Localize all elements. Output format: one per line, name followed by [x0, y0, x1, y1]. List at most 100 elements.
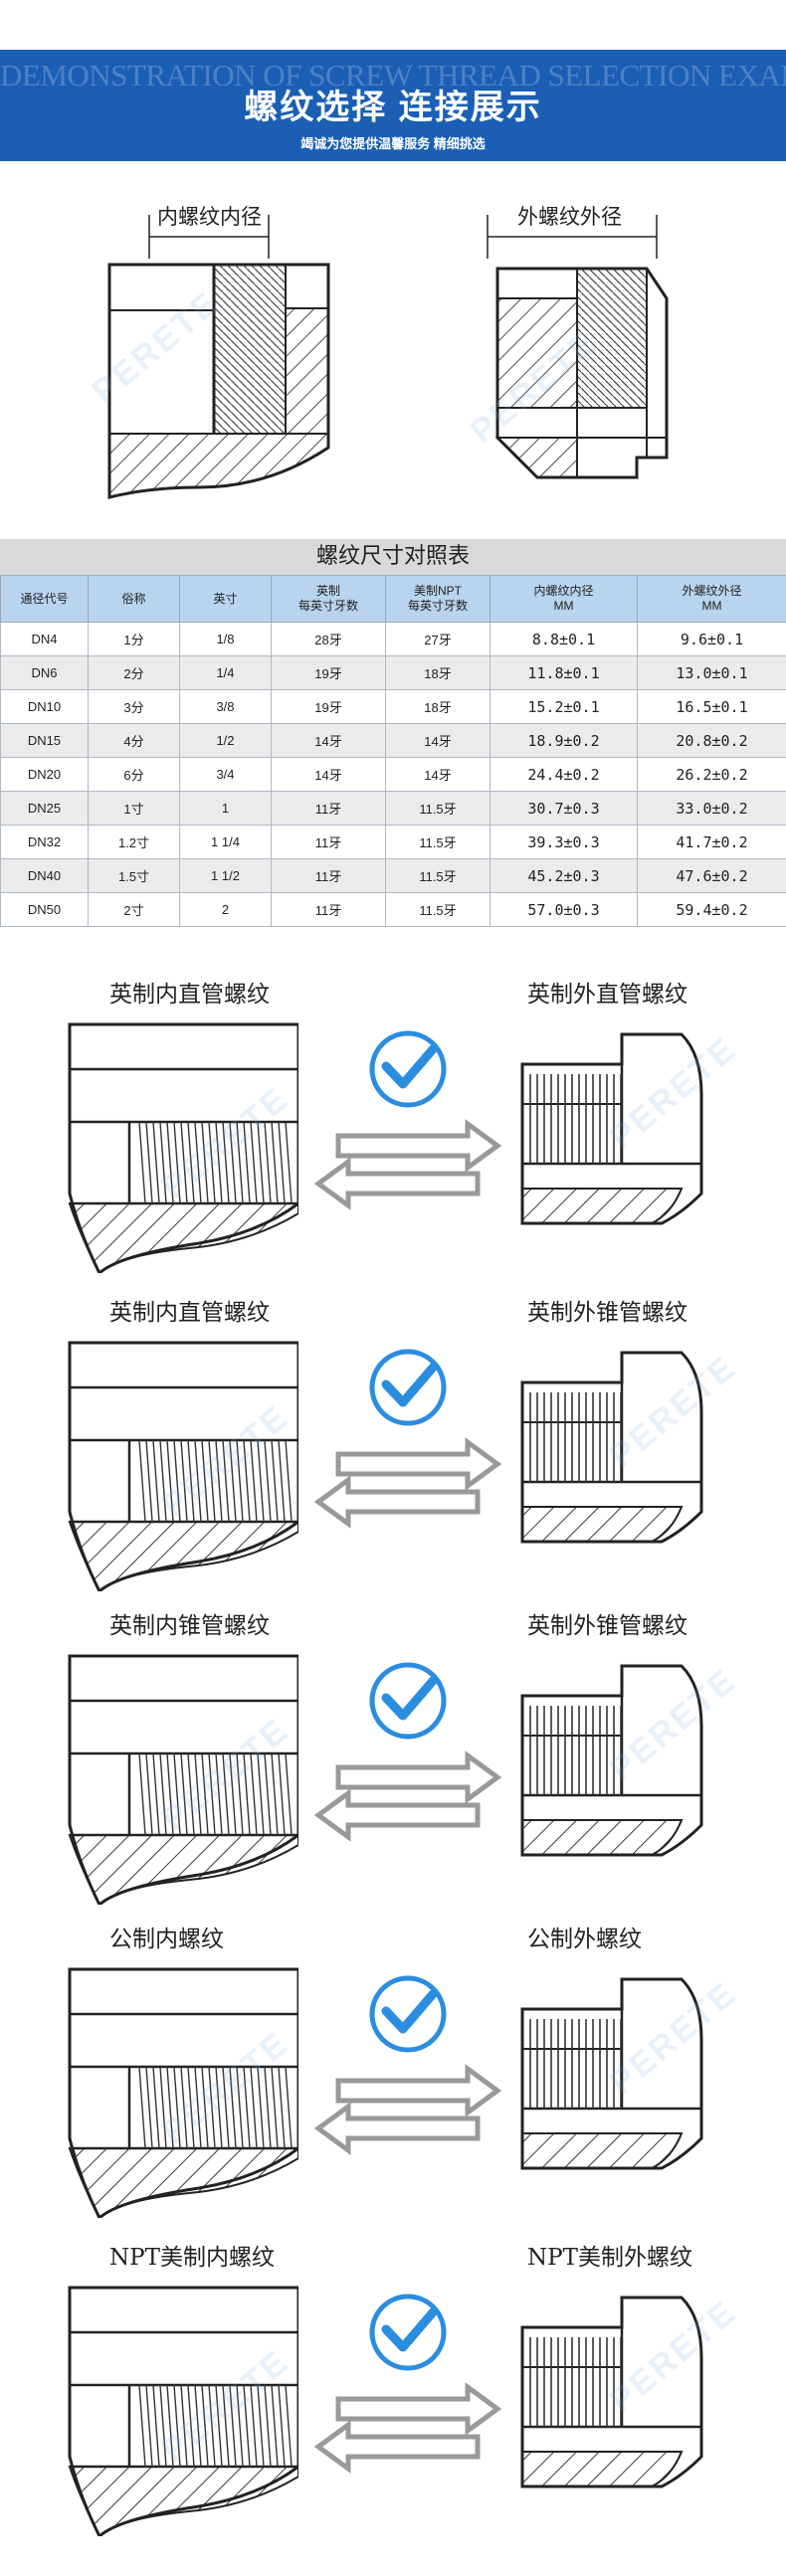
table-cell: 24.4±0.2: [490, 757, 638, 792]
page-subtitle: 竭诚为您提供温馨服务 精细挑选: [300, 136, 486, 151]
external-thread-label: 英制外锥管螺纹: [527, 1300, 688, 1326]
table-cell: 47.6±0.2: [637, 858, 786, 893]
table-cell: 11牙: [271, 791, 386, 826]
external-thread-drawing: [502, 1646, 721, 1890]
table-title: 螺纹尺寸对照表: [0, 539, 786, 575]
internal-thread-drawing: [0, 1626, 300, 1910]
compatible-check-icon: [308, 2288, 507, 2482]
external-thread-drawing: [502, 1014, 721, 1258]
compatible-check-icon: [308, 1656, 507, 1850]
thread-dimension-diagram: 内螺纹内径 外螺纹外径 PERETE PERETE: [0, 189, 786, 537]
external-thread-drawing: [502, 1959, 721, 2203]
table-cell: DN6: [0, 655, 89, 690]
table-cell: 18牙: [385, 689, 491, 724]
table-cell: DN4: [0, 622, 89, 656]
table-cell: 14牙: [271, 723, 386, 758]
internal-thread-label: 英制内直管螺纹: [109, 1300, 270, 1326]
internal-thread-label: 英制内锥管螺纹: [109, 1613, 270, 1639]
header-inner-diameter: 内螺纹内径 MM: [490, 575, 638, 623]
page-title: 螺纹选择 连接展示: [244, 89, 542, 126]
header-npt-tpi: 美制NPT 每英寸牙数: [385, 575, 491, 623]
internal-thread-label: 公制内螺纹: [109, 1927, 224, 1952]
table-cell: 19牙: [271, 655, 386, 690]
table-cell: 18牙: [385, 655, 491, 690]
table-cell: 1.2寸: [88, 825, 180, 859]
table-cell: 14牙: [385, 723, 491, 758]
page-header: DEMONSTRATION OF SCREW THREAD SELECTION …: [0, 50, 786, 161]
table-cell: 30.7±0.3: [490, 791, 638, 826]
table-cell: 1/2: [179, 723, 272, 758]
table-cell: 41.7±0.2: [637, 825, 786, 859]
table-cell: DN50: [0, 892, 89, 927]
table-cell: 9.6±0.1: [637, 622, 786, 656]
table-cell: DN40: [0, 858, 89, 893]
table-cell: 39.3±0.3: [490, 825, 638, 859]
table-cell: 8.8±0.1: [490, 622, 638, 656]
compatible-check-icon: [308, 1969, 507, 2163]
table-cell: 2分: [88, 655, 180, 690]
table-cell: 14牙: [271, 757, 386, 792]
table-cell: 20.8±0.2: [637, 723, 786, 758]
table-cell: DN20: [0, 757, 89, 792]
external-thread-drawing: [502, 1333, 721, 1576]
table-cell: DN15: [0, 723, 89, 758]
table-cell: 19牙: [271, 689, 386, 724]
table-cell: DN10: [0, 689, 89, 724]
table-cell: 2寸: [88, 892, 180, 927]
outer-diameter-label: 外螺纹外径: [517, 205, 622, 229]
table-cell: 15.2±0.1: [490, 689, 638, 724]
internal-thread-drawing: [0, 2258, 300, 2541]
table-cell: 33.0±0.2: [637, 791, 786, 826]
internal-thread-drawing: [0, 1939, 300, 2223]
table-cell: 6分: [88, 757, 180, 792]
header-inch: 英寸: [179, 575, 272, 623]
header-bsp-tpi: 英制 每英寸牙数: [271, 575, 386, 623]
external-thread-drawing: [502, 2278, 721, 2521]
external-thread-label: NPT美制外螺纹: [527, 2245, 692, 2271]
table-cell: 11牙: [271, 825, 386, 859]
table-cell: 26.2±0.2: [637, 757, 786, 792]
table-cell: 1 1/4: [179, 825, 272, 859]
table-cell: 59.4±0.2: [637, 892, 786, 927]
external-thread-label: 英制外锥管螺纹: [527, 1613, 688, 1639]
header-common-name: 俗称: [88, 575, 180, 623]
table-cell: 1分: [88, 622, 180, 656]
table-cell: 1/8: [179, 622, 272, 656]
table-cell: 3分: [88, 689, 180, 724]
table-cell: 4分: [88, 723, 180, 758]
thread-size-table: 螺纹尺寸对照表 通径代号 俗称 英寸 英制 每英寸牙数 美制NPT 每英寸牙数 …: [0, 539, 786, 927]
table-cell: 1/4: [179, 655, 272, 690]
size-table: 通径代号 俗称 英寸 英制 每英寸牙数 美制NPT 每英寸牙数 内螺纹内径 MM…: [0, 575, 786, 927]
table-cell: DN32: [0, 825, 89, 859]
external-thread-label: 英制外直管螺纹: [527, 982, 688, 1008]
table-cell: 27牙: [385, 622, 491, 656]
table-cell: 3/8: [179, 689, 272, 724]
header-outer-diameter: 外螺纹外径 MM: [637, 575, 786, 623]
table-cell: 11.5牙: [385, 892, 491, 927]
table-cell: 11牙: [271, 858, 386, 893]
table-cell: 28牙: [271, 622, 386, 656]
table-cell: 2: [179, 892, 272, 927]
table-cell: 13.0±0.1: [637, 655, 786, 690]
table-cell: DN25: [0, 791, 89, 826]
header-dn-code: 通径代号: [0, 575, 89, 623]
outer-thread-part: [487, 215, 669, 479]
table-header-row: 通径代号 俗称 英寸 英制 每英寸牙数 美制NPT 每英寸牙数 内螺纹内径 MM…: [0, 575, 786, 623]
table-cell: 11.5牙: [385, 825, 491, 859]
inner-thread-part: [107, 215, 330, 499]
table-cell: 3/4: [179, 757, 272, 792]
table-cell: 14牙: [385, 757, 491, 792]
table-cell: 1.5寸: [88, 858, 180, 893]
